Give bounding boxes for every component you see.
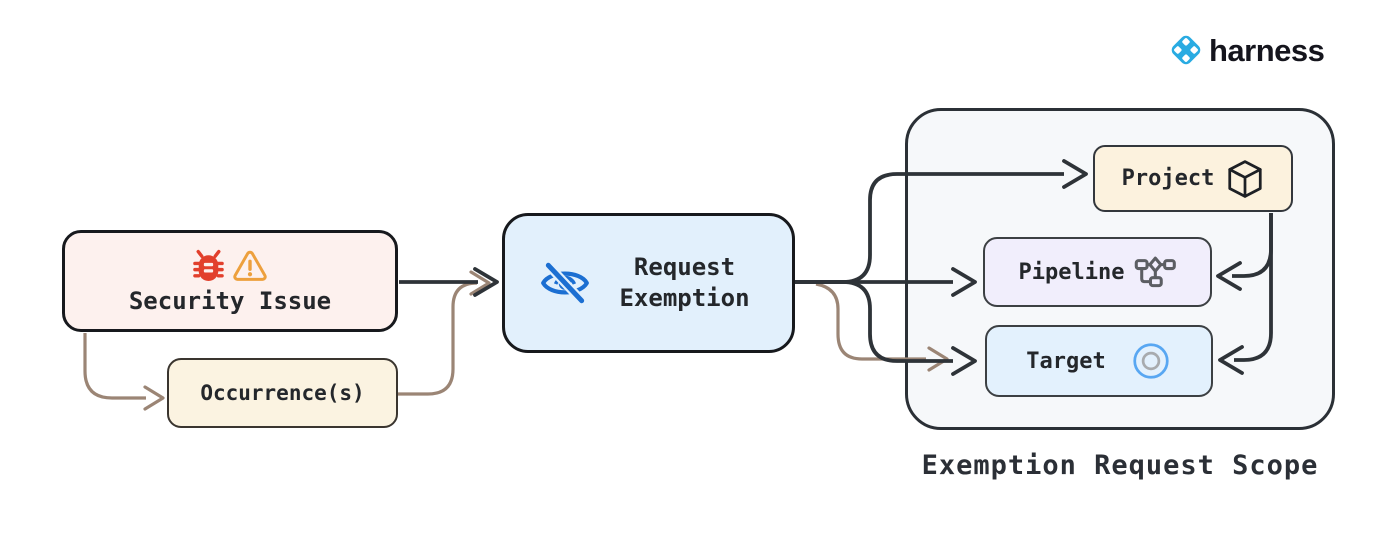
edge-project-to-pipeline <box>1232 213 1273 278</box>
flowchart-icon <box>1135 256 1177 288</box>
node-target: Target <box>985 325 1213 397</box>
arrowhead <box>143 385 165 411</box>
arrowhead <box>1218 345 1244 375</box>
harness-logo-icon <box>1171 35 1201 65</box>
edge-request-to-target <box>795 280 953 363</box>
node-request-exemption: Request Exemption <box>502 213 795 353</box>
package-icon <box>1228 159 1262 198</box>
arrowhead <box>951 267 977 297</box>
exemption-request-scope-label: Exemption Request Scope <box>921 450 1319 481</box>
arrowhead <box>1062 159 1088 189</box>
node-project: Project <box>1093 145 1293 212</box>
edge-occurrences-to-target <box>815 282 926 361</box>
harness-logo-text: harness <box>1209 32 1325 68</box>
pipeline-label: Pipeline <box>1018 259 1125 285</box>
target-label: Target <box>1026 348 1106 374</box>
arrowhead <box>469 270 491 296</box>
arrowhead <box>951 346 977 376</box>
edge-project-to-target <box>1234 213 1273 362</box>
request-exemption-label: Request Exemption <box>619 252 750 312</box>
node-occurrences: Occurrence(s) <box>167 358 398 428</box>
arrowhead <box>473 267 499 297</box>
security-issue-icons <box>192 248 268 284</box>
project-label: Project <box>1121 166 1215 191</box>
arrowhead <box>1216 261 1242 291</box>
eye-off-icon <box>541 260 589 306</box>
occurrences-label: Occurrence(s) <box>200 381 365 405</box>
harness-logo: harness <box>1166 30 1325 70</box>
edge-occurrences-to-request <box>398 281 478 396</box>
warning-icon <box>232 250 267 281</box>
edge-security-to-occurrences <box>83 333 146 400</box>
security-issue-label: Security Issue <box>128 286 332 315</box>
node-security-issue: Security Issue <box>62 230 398 332</box>
node-pipeline: Pipeline <box>983 237 1212 307</box>
bug-icon <box>192 249 224 281</box>
target-icon <box>1133 343 1169 379</box>
arrowhead <box>927 346 949 372</box>
